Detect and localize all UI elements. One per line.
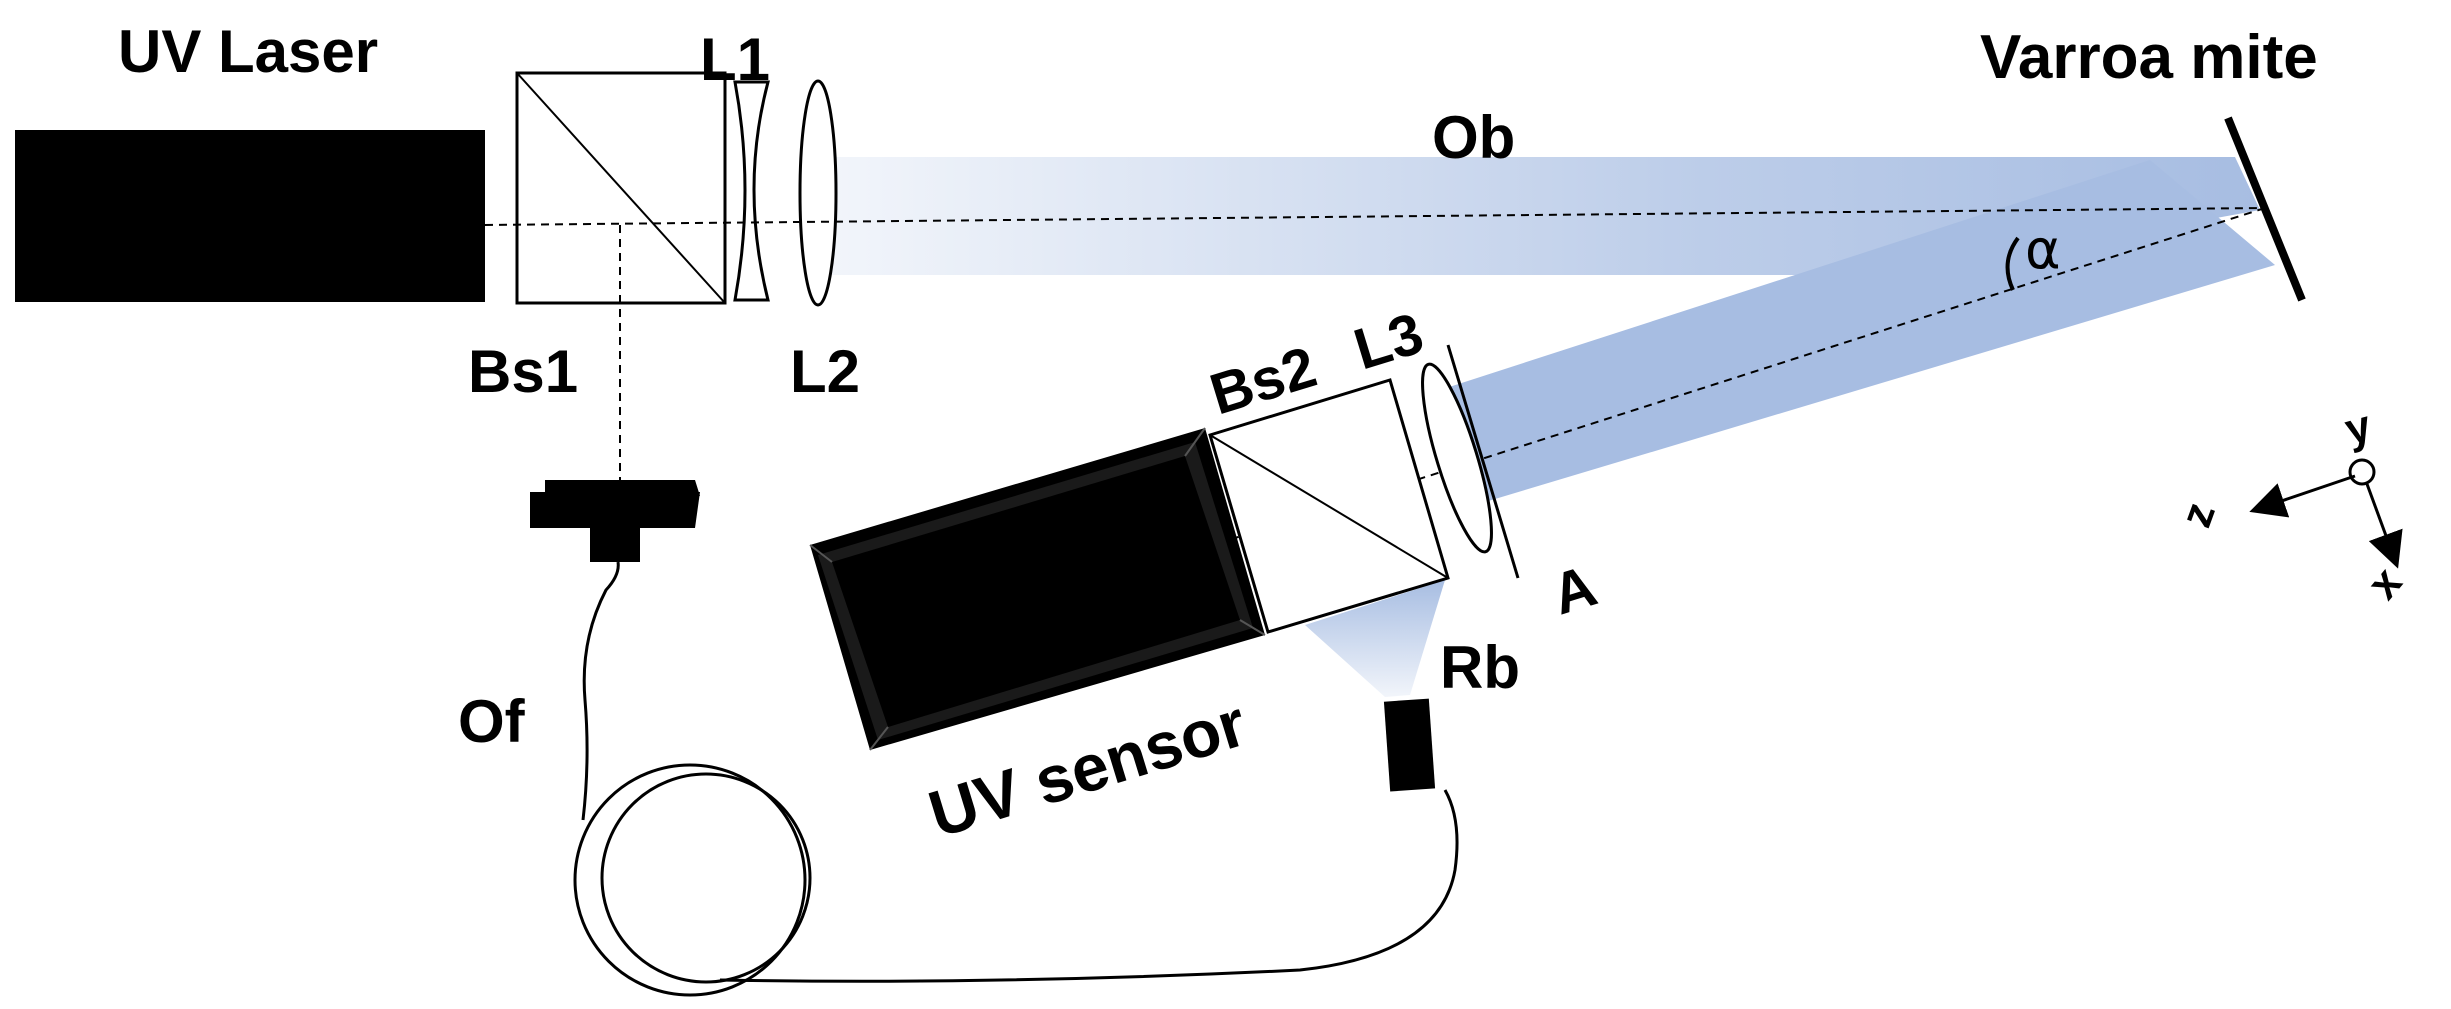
- axis-x-arrow: [2365, 483, 2403, 569]
- label-l2: L2: [790, 338, 860, 405]
- label-l3: L3: [1347, 300, 1431, 382]
- monitor-detector-face: [530, 492, 700, 528]
- label-axis-y: y: [2340, 401, 2377, 455]
- coordinate-axes: [2249, 458, 2403, 569]
- laser-axis: [484, 207, 2266, 226]
- reference-beam: [1305, 580, 1445, 697]
- label-alpha: α: [2025, 218, 2061, 281]
- optical-fiber: [573, 561, 1459, 997]
- monitor-detector-stem: [590, 526, 640, 562]
- angle-arc: [2005, 236, 2020, 291]
- lens-l1: [733, 80, 770, 302]
- varroa-mite-target: [2224, 116, 2306, 302]
- bs2-diagonal: [1209, 434, 1449, 579]
- label-bs1: Bs1: [468, 338, 578, 405]
- aperture-a: [1446, 344, 1520, 579]
- label-uv-laser: UV Laser: [118, 18, 378, 85]
- lens-l3: [1421, 362, 1493, 554]
- axis-y-marker: [2348, 458, 2376, 486]
- label-varroa-mite: Varroa mite: [1980, 23, 2318, 92]
- uv-laser-body: [15, 130, 485, 302]
- label-axis-z: z: [2171, 496, 2225, 533]
- label-a: A: [1545, 553, 1604, 627]
- label-axis-x: x: [2358, 558, 2412, 609]
- uv-sensor-body: [809, 427, 1266, 751]
- label-of: Of: [458, 688, 526, 755]
- label-l1: L1: [700, 26, 770, 93]
- return-beam: [1440, 160, 2275, 505]
- label-rb: Rb: [1440, 634, 1520, 701]
- bs1-diagonal: [516, 72, 726, 304]
- lens-l2: [798, 79, 838, 307]
- reference-detector: [1383, 698, 1436, 792]
- axis-z-arrow: [2249, 474, 2356, 518]
- label-ob: Ob: [1432, 104, 1515, 171]
